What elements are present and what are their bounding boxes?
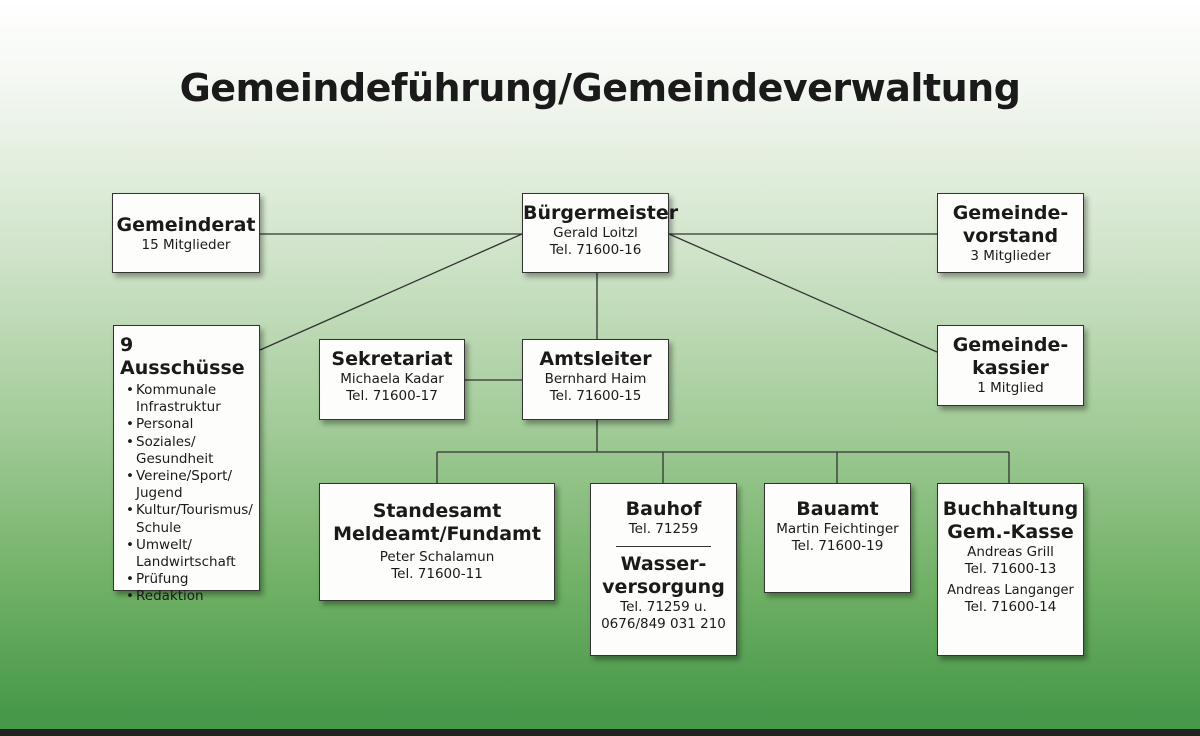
box-amtsleiter: Amtsleiter Bernhard Haim Tel. 71600-15 (522, 339, 669, 420)
members: 3 Mitglieder (970, 248, 1051, 264)
list-item: Umwelt/ Landwirtschaft (126, 537, 259, 571)
title: Meldeamt/Fundamt (333, 523, 541, 545)
list-item: Kultur/Tourismus/ Schule (126, 502, 259, 536)
phone: Tel. 71600-15 (549, 388, 642, 404)
title: Amtsleiter (539, 348, 652, 370)
name: Andreas Langanger (947, 583, 1074, 598)
list-item: Kommunale Infrastruktur (126, 382, 259, 416)
name: Peter Schalamun (379, 549, 495, 565)
phone: Tel. 71600-17 (346, 388, 438, 404)
title: Gemeinde- (952, 202, 1069, 224)
title: Bürgermeister (523, 202, 679, 224)
phone: 0676/849 031 210 (601, 616, 726, 632)
chart-title: Gemeindeführung/Gemeindeverwaltung (179, 66, 1021, 110)
box-gemeindekassier: Gemeinde- kassier 1 Mitglied (937, 325, 1084, 406)
phone: Tel. 71600-16 (549, 242, 642, 258)
members: 15 Mitglieder (141, 237, 231, 253)
box-ausschuesse: 9 Ausschüsse Kommunale Infrastruktur Per… (113, 325, 260, 606)
list-item: Vereine/Sport/ Jugend (126, 468, 259, 502)
box-buchhaltung: Buchhaltung Gem.-Kasse Andreas Grill Tel… (937, 483, 1084, 656)
title: Bauamt (796, 498, 879, 520)
name: Michaela Kadar (340, 371, 444, 387)
box-sekretariat: Sekretariat Michaela Kadar Tel. 71600-17 (319, 339, 465, 420)
line-ausschuesse (259, 233, 523, 351)
divider (615, 546, 712, 547)
title: Gem.-Kasse (947, 521, 1074, 543)
box-standesamt: Standesamt Meldeamt/Fundamt Peter Schala… (319, 483, 555, 601)
phone: Tel. 71259 u. (620, 599, 707, 615)
phone: Tel. 71600-14 (964, 599, 1057, 615)
title: Gemeinde- (952, 334, 1069, 356)
title: Standesamt (372, 500, 502, 522)
list-item: Prüfung (126, 571, 259, 588)
box-gemeindevorstand: Gemeinde- vorstand 3 Mitglieder (937, 193, 1084, 273)
phone: Tel. 71600-19 (791, 538, 884, 554)
phone: Tel. 71259 (628, 521, 699, 537)
box-bauamt: Bauamt Martin Feichtinger Tel. 71600-19 (764, 483, 911, 593)
title: Wasser- (620, 553, 707, 575)
title: vorstand (962, 225, 1059, 247)
box-buergermeister: Bürgermeister Gerald Loitzl Tel. 71600-1… (522, 193, 679, 273)
line-kassier (668, 233, 938, 353)
members: 1 Mitglied (977, 380, 1044, 396)
title: versorgung (602, 576, 725, 598)
name: Gerald Loitzl (553, 225, 638, 241)
title: Sekretariat (331, 348, 453, 370)
name: Bernhard Haim (544, 371, 647, 387)
box-gemeinderat: Gemeinderat 15 Mitglieder (112, 193, 260, 273)
title: Bauhof (625, 498, 702, 520)
list-item: Personal (126, 416, 259, 433)
name: Martin Feichtinger (776, 521, 899, 537)
phone: Tel. 71600-13 (964, 561, 1057, 577)
title: Buchhaltung (942, 498, 1079, 520)
committee-list: Kommunale Infrastruktur Personal Soziale… (120, 382, 259, 606)
bottom-border (0, 729, 1200, 736)
name: Andreas Grill (967, 544, 1054, 560)
list-item: Redaktion (126, 588, 259, 605)
title: Gemeinderat (116, 214, 256, 236)
phone: Tel. 71600-11 (391, 566, 483, 582)
box-bauhof: Bauhof Tel. 71259 Wasser- versorgung Tel… (590, 483, 737, 656)
list-item: Soziales/ Gesundheit (126, 434, 259, 468)
title: 9 Ausschüsse (120, 334, 245, 379)
title: kassier (972, 357, 1049, 379)
